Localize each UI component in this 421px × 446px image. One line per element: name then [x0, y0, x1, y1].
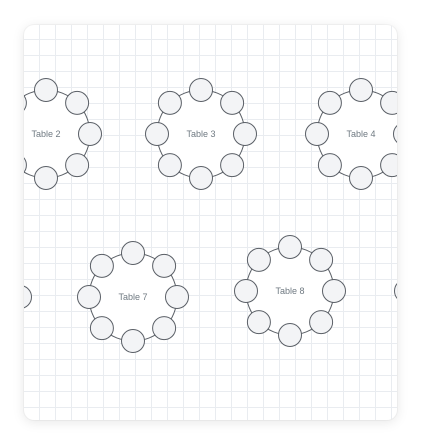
- seat[interactable]: [24, 91, 27, 114]
- table-label: Table 7: [118, 292, 147, 302]
- table-6[interactable]: [24, 242, 32, 353]
- seat[interactable]: [246, 310, 271, 335]
- seat[interactable]: [165, 285, 189, 309]
- seat[interactable]: [393, 123, 398, 146]
- seat[interactable]: [380, 153, 397, 178]
- seat[interactable]: [89, 316, 114, 341]
- seat[interactable]: [65, 90, 90, 115]
- seat[interactable]: [233, 122, 257, 146]
- table-9[interactable]: [394, 236, 398, 347]
- table-2[interactable]: Table 2: [24, 78, 102, 190]
- seat[interactable]: [34, 78, 58, 102]
- seat[interactable]: [34, 166, 58, 190]
- seating-canvas[interactable]: Table 2 Table 3 Table 4 Table 7 Table 8: [24, 25, 397, 420]
- table-4[interactable]: Table 4: [305, 78, 398, 190]
- table-3[interactable]: Table 3: [145, 78, 257, 190]
- seat[interactable]: [157, 153, 182, 178]
- seat[interactable]: [246, 247, 271, 272]
- seat[interactable]: [394, 280, 398, 303]
- table-label: Table 2: [31, 129, 60, 139]
- seat[interactable]: [380, 90, 397, 115]
- seat[interactable]: [157, 90, 182, 115]
- seat[interactable]: [278, 235, 302, 259]
- seat[interactable]: [121, 329, 145, 353]
- table-label: Table 4: [346, 129, 375, 139]
- seat[interactable]: [189, 78, 213, 102]
- table-label: Table 3: [186, 129, 215, 139]
- seat[interactable]: [309, 247, 334, 272]
- seat[interactable]: [234, 279, 258, 303]
- seat[interactable]: [317, 90, 342, 115]
- seat[interactable]: [305, 122, 329, 146]
- seat[interactable]: [189, 166, 213, 190]
- seat[interactable]: [349, 166, 373, 190]
- seat[interactable]: [24, 285, 32, 309]
- seat[interactable]: [152, 253, 177, 278]
- seat[interactable]: [121, 241, 145, 265]
- seat[interactable]: [65, 153, 90, 178]
- seat[interactable]: [220, 153, 245, 178]
- seat[interactable]: [349, 78, 373, 102]
- seat[interactable]: [89, 253, 114, 278]
- seat[interactable]: [278, 323, 302, 347]
- seating-chart: Table 2 Table 3 Table 4 Table 7 Table 8: [24, 78, 398, 353]
- table-8[interactable]: Table 8: [234, 235, 346, 347]
- seat[interactable]: [77, 285, 101, 309]
- seat[interactable]: [317, 153, 342, 178]
- seat[interactable]: [220, 90, 245, 115]
- seat[interactable]: [24, 154, 27, 177]
- seat[interactable]: [309, 310, 334, 335]
- table-label: Table 8: [275, 286, 304, 296]
- seat[interactable]: [145, 122, 169, 146]
- seat[interactable]: [152, 316, 177, 341]
- seat[interactable]: [78, 122, 102, 146]
- seat[interactable]: [322, 279, 346, 303]
- table-7[interactable]: Table 7: [77, 241, 189, 353]
